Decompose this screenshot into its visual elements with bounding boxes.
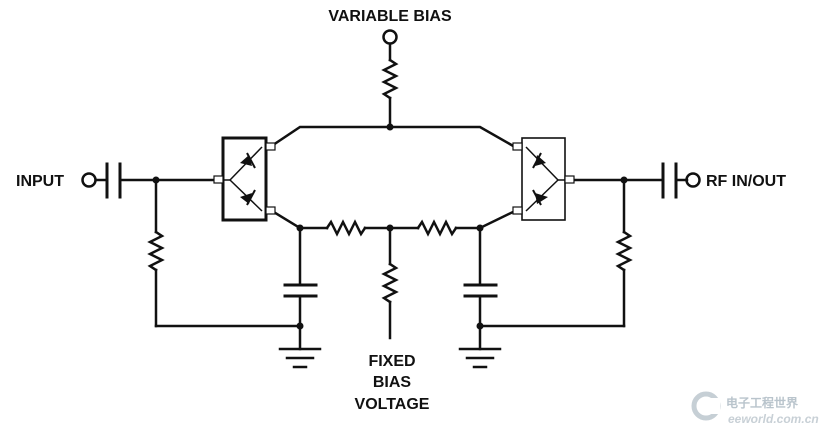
left-diode-package <box>213 136 276 222</box>
right-diode-lower-icon <box>532 189 548 206</box>
output-shunt-resistor <box>615 230 633 272</box>
watermark-en: eeworld.com.cn <box>728 412 819 426</box>
fixed-bias-resistor-right <box>416 219 458 237</box>
watermark: 电子工程世界 eeworld.com.cn <box>691 391 819 426</box>
variable-bias-resistor <box>381 58 399 100</box>
eeworld-logo-icon <box>691 391 721 421</box>
left-diode-lower-icon <box>240 189 256 206</box>
circuit-wires <box>81 29 701 369</box>
left-diode-upper-icon <box>240 152 256 169</box>
input-label: INPUT <box>16 173 64 190</box>
junction-dots <box>152 123 628 330</box>
right-ground-icon <box>458 347 502 369</box>
variable-bias-label: VARIABLE BIAS <box>328 8 452 25</box>
fixed-bias-resistor-left <box>325 219 367 237</box>
right-diode-package <box>512 137 575 221</box>
fixed-bias-label-line2: BIAS <box>373 374 412 391</box>
input-shunt-resistor <box>147 230 165 272</box>
variable-bias-terminal <box>382 29 398 45</box>
input-terminal <box>81 172 97 188</box>
fixed-bias-center-resistor <box>381 262 399 304</box>
left-ground-icon <box>278 347 322 369</box>
right-diode-upper-icon <box>532 152 546 169</box>
watermark-cn: 电子工程世界 <box>726 395 798 410</box>
fixed-bias-label-line1: FIXED <box>368 353 415 370</box>
fixed-bias-label-line3: VOLTAGE <box>355 396 430 413</box>
rf-in-out-terminal <box>685 172 701 188</box>
rf-in-out-label: RF IN/OUT <box>706 173 786 190</box>
